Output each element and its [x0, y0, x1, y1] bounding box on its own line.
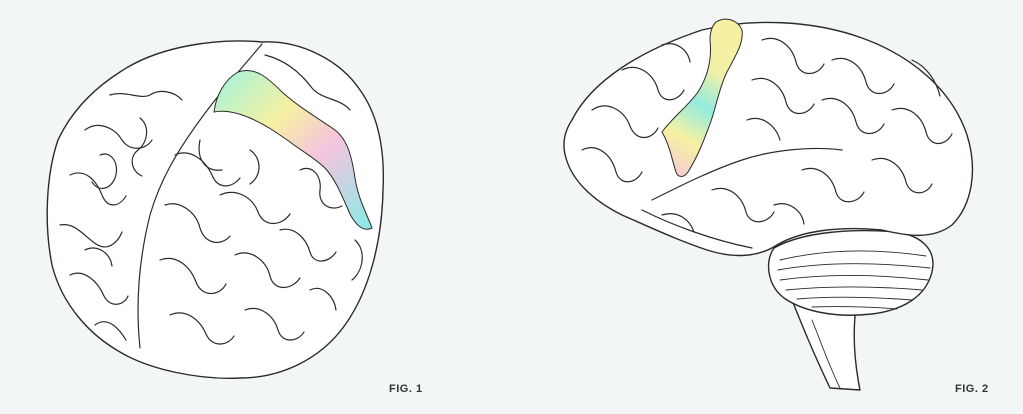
gyrus-fold [581, 147, 643, 183]
gyrus-fold [711, 187, 775, 223]
figure-2: FIG. 2 [512, 0, 1023, 414]
gyrus-fold [84, 125, 153, 149]
gyrus-fold [309, 287, 337, 311]
cerebellum-fold [779, 275, 929, 281]
gyrus-fold [169, 312, 235, 345]
cerebellum-fold [777, 263, 931, 271]
gyrus-fold [751, 77, 815, 115]
figure-1: FIG. 1 [46, 40, 423, 395]
gyrus-fold [821, 97, 885, 135]
gyrus-fold [299, 167, 343, 209]
gyrus-fold [84, 247, 113, 267]
gyrus-fold [164, 203, 231, 243]
gyrus-fold [746, 117, 781, 141]
gyrus-fold [109, 90, 183, 101]
gyrus-fold [661, 213, 695, 233]
gyrus-fold [159, 257, 227, 295]
gyrus-fold [279, 228, 337, 262]
gyrus-fold [351, 239, 363, 281]
gyrus-fold [871, 157, 933, 194]
gyrus-fold [891, 107, 953, 145]
gyrus-fold [174, 152, 241, 187]
figure-caption: FIG. 1 [389, 383, 423, 395]
gyrus-fold [69, 172, 127, 206]
gyrus-fold [131, 117, 148, 177]
brain-side-view-illustration [563, 18, 974, 391]
cerebellum-fold [785, 286, 923, 291]
gyrus-fold [773, 203, 805, 225]
gyrus-fold [59, 224, 123, 248]
brainstem-line [811, 319, 841, 389]
gyrus-fold [69, 272, 129, 305]
highlighted-cortex-region [213, 70, 373, 230]
cerebellum [767, 229, 934, 316]
gyrus-fold [831, 57, 895, 95]
cerebellum-fold [796, 296, 913, 301]
gyrus-fold [219, 191, 291, 225]
gyrus-fold [661, 43, 691, 63]
gyrus-fold [94, 321, 127, 341]
cerebellum-fold [811, 306, 898, 310]
gyrus-fold [761, 37, 825, 75]
gyrus-fold [911, 59, 941, 97]
gyrus-fold [244, 307, 305, 341]
brain-outline [46, 40, 385, 379]
brainstem [791, 299, 861, 391]
gyrus-fold [591, 105, 659, 139]
gyrus-fold [249, 149, 260, 185]
cerebrum-outline [563, 21, 974, 257]
lateral-sulcus [651, 147, 843, 201]
gyrus-fold [198, 139, 223, 171]
gyrus-fold [621, 66, 685, 101]
gyrus-fold [234, 252, 301, 289]
figure-caption: FIG. 2 [955, 383, 989, 395]
highlighted-cortex-region [661, 18, 743, 177]
brain-top-view-illustration [46, 40, 385, 379]
gyrus-fold [91, 153, 118, 189]
cerebellum-fold [779, 250, 927, 261]
gyrus-fold [264, 54, 351, 111]
gyrus-fold [801, 167, 865, 203]
